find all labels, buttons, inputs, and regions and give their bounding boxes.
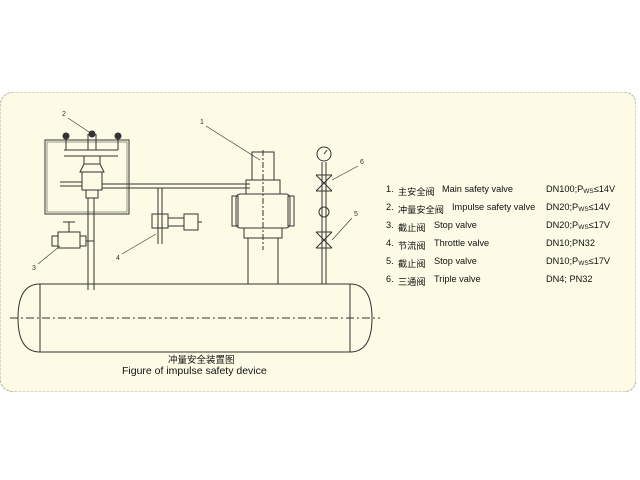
legend-spec: DN10;PWS≤17V xyxy=(546,256,611,267)
caption-english: Figure of impulse safety device xyxy=(122,365,267,377)
impulse-safety-valve xyxy=(60,130,250,290)
callout-3: 3 xyxy=(32,265,36,272)
main-safety-valve xyxy=(231,150,295,285)
leader-lines xyxy=(37,117,359,265)
legend-cn: 节流阀 xyxy=(398,241,426,251)
legend-spec: DN20;PWS≤17V xyxy=(546,220,611,231)
legend-num: 4. xyxy=(386,238,394,248)
impulse-valve-box xyxy=(44,139,130,215)
legend-cn: 三通阀 xyxy=(398,277,426,287)
legend-row-2: 2. 冲量安全阀 Impulse safety valve DN20;PWS≤1… xyxy=(386,202,626,220)
legend-en: Impulse safety valve xyxy=(452,202,536,212)
gauge-line xyxy=(315,146,333,284)
pressure-vessel xyxy=(10,283,380,353)
legend-cn: 主安全阀 xyxy=(398,187,435,197)
legend-cn: 冲量安全阀 xyxy=(398,205,444,215)
caption-chinese: 冲量安全装置图 xyxy=(168,355,235,366)
legend-en: Throttle valve xyxy=(434,238,490,248)
legend-en: Main safety valve xyxy=(442,184,513,194)
legend-row-5: 5. 截止阀 Stop valve DN10;PWS≤17V xyxy=(386,256,626,274)
panel-background xyxy=(0,92,636,392)
legend-num: 2. xyxy=(386,202,394,212)
callout-4: 4 xyxy=(116,255,120,262)
legend-spec: DN100;PWS≤14V xyxy=(546,184,616,195)
legend-en: Stop valve xyxy=(434,220,477,230)
legend-num: 3. xyxy=(386,220,394,230)
diagram-panel xyxy=(0,92,636,392)
parts-legend: 1. 主安全阀 Main safety valve DN100;PWS≤14V … xyxy=(386,184,626,292)
callout-6: 6 xyxy=(360,159,364,166)
stop-valve-3 xyxy=(51,221,94,249)
legend-row-4: 4. 节流阀 Throttle valve DN10;PN32 xyxy=(386,238,626,256)
legend-cn: 截止阀 xyxy=(398,259,426,269)
legend-row-3: 3. 截止阀 Stop valve DN20;PWS≤17V xyxy=(386,220,626,238)
legend-en: Stop valve xyxy=(434,256,477,266)
legend-num: 1. xyxy=(386,184,394,194)
legend-spec: DN4; PN32 xyxy=(546,274,593,284)
callout-1: 1 xyxy=(200,119,204,126)
callout-2: 2 xyxy=(62,111,66,118)
legend-num: 6. xyxy=(386,274,394,284)
legend-en: Triple valve xyxy=(434,274,481,284)
legend-spec: DN20;PWS≤14V xyxy=(546,202,611,213)
legend-cn: 截止阀 xyxy=(398,223,426,233)
legend-row-6: 6. 三通阀 Triple valve DN4; PN32 xyxy=(386,274,626,292)
legend-num: 5. xyxy=(386,256,394,266)
callout-5: 5 xyxy=(354,211,358,218)
throttle-valve xyxy=(151,188,202,244)
legend-spec: DN10;PN32 xyxy=(546,238,596,248)
legend-row-1: 1. 主安全阀 Main safety valve DN100;PWS≤14V xyxy=(386,184,626,202)
